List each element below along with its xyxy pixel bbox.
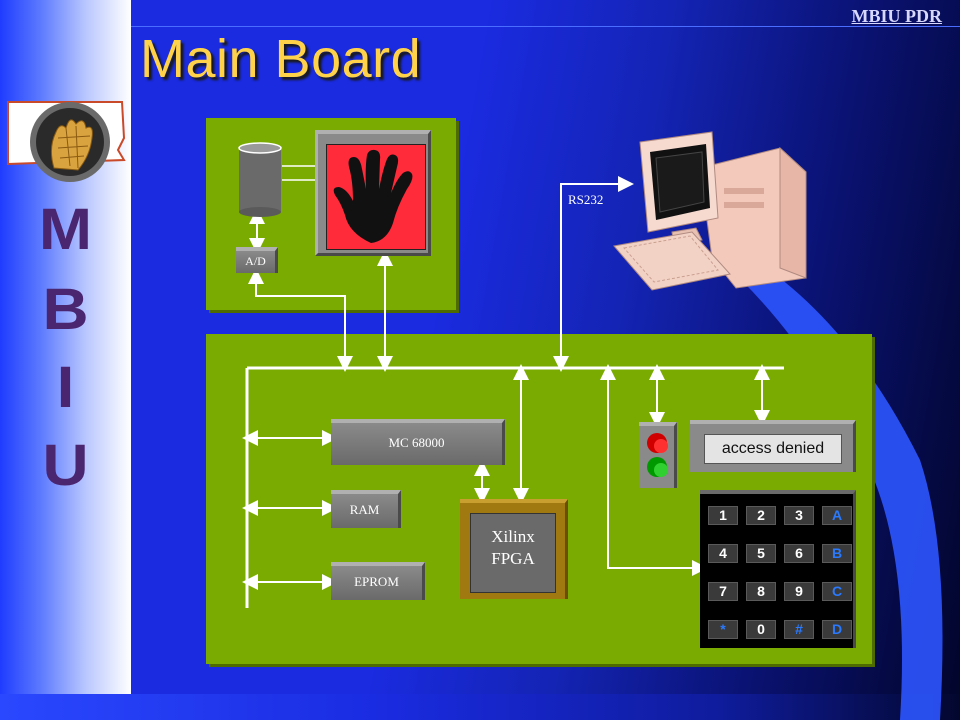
ad-converter-label: A/D (245, 254, 266, 268)
keypad-key[interactable]: 0 (746, 620, 776, 639)
keypad-key[interactable]: C (822, 582, 852, 601)
eprom-block: EPROM (331, 562, 425, 600)
ram-label: RAM (349, 502, 380, 517)
eprom-label: EPROM (354, 574, 399, 589)
keypad-key[interactable]: 2 (746, 506, 776, 525)
led-indicator (639, 422, 677, 488)
cpu-label: MC 68000 (388, 435, 445, 450)
bottom-band (0, 694, 960, 720)
keypad-key[interactable]: * (708, 620, 738, 639)
rs232-label: RS232 (568, 192, 604, 207)
keypad-key[interactable]: 5 (746, 544, 776, 563)
sidebar-letter-b: B (42, 277, 89, 342)
fpga-label-line2: FPGA (491, 549, 535, 568)
ram-block: RAM (331, 490, 401, 528)
sidebar-letter-m: M (38, 197, 93, 262)
keypad-key[interactable]: 6 (784, 544, 814, 563)
mbiu-logo-icon (7, 101, 126, 182)
hand-print-icon (333, 149, 413, 243)
header-tag: MBIU PDR (851, 6, 943, 26)
keypad-key[interactable]: A (822, 506, 852, 525)
sidebar-letter-i: I (56, 355, 75, 420)
keypad-key[interactable]: 8 (746, 582, 776, 601)
keypad-key[interactable]: D (822, 620, 852, 639)
traffic-light-icon (647, 433, 668, 477)
ad-converter-block: A/D (236, 247, 278, 273)
keypad-key[interactable]: 4 (708, 544, 738, 563)
sidebar: M B I U (0, 0, 131, 694)
keypad-key[interactable]: 1 (708, 506, 738, 525)
lcd-display: access denied (690, 420, 856, 472)
sidebar-letter-u: U (42, 433, 89, 498)
cpu-block: MC 68000 (331, 419, 505, 465)
keypad-key[interactable]: # (784, 620, 814, 639)
keypad-key[interactable]: 7 (708, 582, 738, 601)
hand-sensor-block (315, 130, 431, 256)
fpga-block: Xilinx FPGA (460, 499, 568, 599)
header-rule (131, 26, 960, 27)
lcd-display-text: access denied (704, 434, 842, 464)
computer-icon (613, 131, 807, 291)
page-title: Main Board (140, 29, 422, 89)
fpga-label-line1: Xilinx (491, 527, 535, 546)
keypad-key[interactable]: 3 (784, 506, 814, 525)
storage-cylinder-icon (238, 142, 282, 217)
keypad-key[interactable]: B (822, 544, 852, 563)
keypad-key[interactable]: 9 (784, 582, 814, 601)
